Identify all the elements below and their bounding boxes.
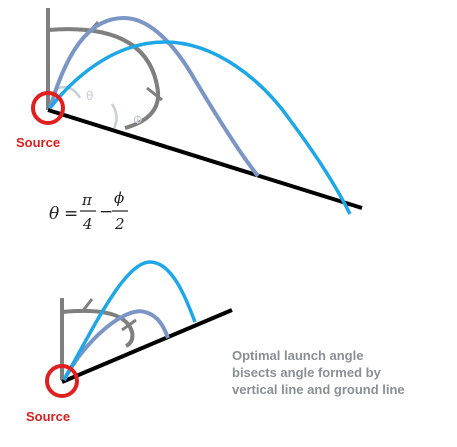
bottom-angle-arc [61, 308, 135, 348]
top-trajectory-steep [48, 15, 260, 178]
top-arc-tick-lower [146, 86, 163, 102]
formula-minus: − [99, 202, 113, 222]
formula-equals: = [64, 204, 78, 224]
formula-phi: ϕ [114, 189, 124, 207]
bottom-arc-tick-lower [121, 318, 137, 332]
angle-formula: θ = π 4 − ϕ 2 [49, 189, 128, 233]
bottom-trajectory-optimal [62, 260, 197, 381]
theta-label: θ [86, 89, 93, 103]
theta-arc [57, 85, 82, 99]
top-source-circle [31, 91, 65, 125]
bottom-arc-tick-upper [80, 298, 94, 313]
bottom-source-label: Source [26, 409, 70, 424]
top-ground-line [47, 108, 363, 210]
bottom-source-circle [45, 364, 79, 398]
caption-line-2: bisects angle formed by [232, 365, 381, 380]
formula-four: 4 [82, 215, 93, 233]
bottom-diagram: Source [26, 260, 233, 424]
formula-two: 2 [114, 215, 125, 233]
caption-line-3: vertical line and ground line [232, 382, 405, 397]
formula-pi: π [81, 191, 93, 209]
top-diagram: θ Φ Source [16, 8, 363, 215]
phi-arc [110, 103, 118, 129]
caption: Optimal launch angle bisects angle forme… [232, 347, 452, 398]
bottom-ground-line [61, 308, 233, 384]
formula-theta: θ [49, 204, 59, 224]
top-source-label: Source [16, 135, 60, 150]
phi-label: Φ [133, 113, 142, 127]
bottom-trajectory-steep [62, 309, 170, 381]
caption-line-1: Optimal launch angle [232, 348, 364, 363]
top-trajectory-optimal [48, 40, 352, 215]
